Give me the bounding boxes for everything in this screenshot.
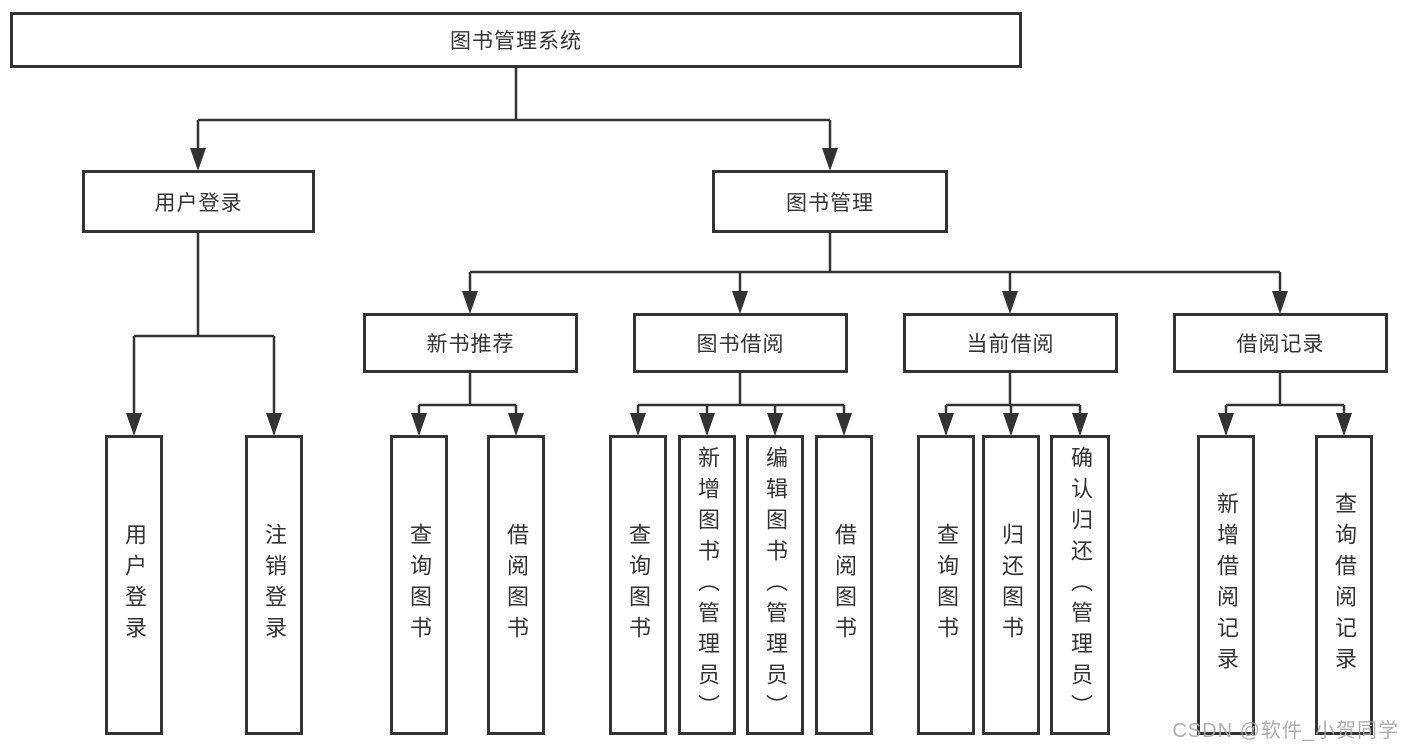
leaf-query-borrow-record: 查询借阅记录 bbox=[1315, 435, 1373, 735]
watermark: CSDN @软件_小贺同学 bbox=[1172, 720, 1399, 742]
node-new-book-recommend: 新书推荐 bbox=[363, 313, 578, 373]
leaf-query-books-current: 查询图书 bbox=[917, 435, 975, 735]
leaf-query-books-recommend: 查询图书 bbox=[390, 435, 448, 735]
leaf-user-login: 用户登录 bbox=[105, 435, 163, 735]
leaf-query-books-borrow: 查询图书 bbox=[609, 435, 667, 735]
leaf-add-books-admin: 新增图书（管理员） bbox=[678, 435, 736, 735]
leaf-logout: 注销登录 bbox=[245, 435, 303, 735]
leaf-borrow-books: 借阅图书 bbox=[815, 435, 873, 735]
node-current-borrowing: 当前借阅 bbox=[903, 313, 1118, 373]
leaf-confirm-return-admin: 确认归还（管理员） bbox=[1050, 435, 1110, 735]
leaf-borrow-books-recommend: 借阅图书 bbox=[487, 435, 545, 735]
leaf-edit-books-admin: 编辑图书（管理员） bbox=[746, 435, 804, 735]
leaf-return-books: 归还图书 bbox=[982, 435, 1040, 735]
node-book-borrowing: 图书借阅 bbox=[633, 313, 848, 373]
leaf-add-borrow-record: 新增借阅记录 bbox=[1197, 435, 1255, 735]
node-user-login-branch: 用户登录 bbox=[82, 170, 315, 233]
node-root-system: 图书管理系统 bbox=[10, 12, 1022, 68]
node-book-management-branch: 图书管理 bbox=[712, 170, 948, 233]
node-borrowing-records: 借阅记录 bbox=[1173, 313, 1388, 373]
